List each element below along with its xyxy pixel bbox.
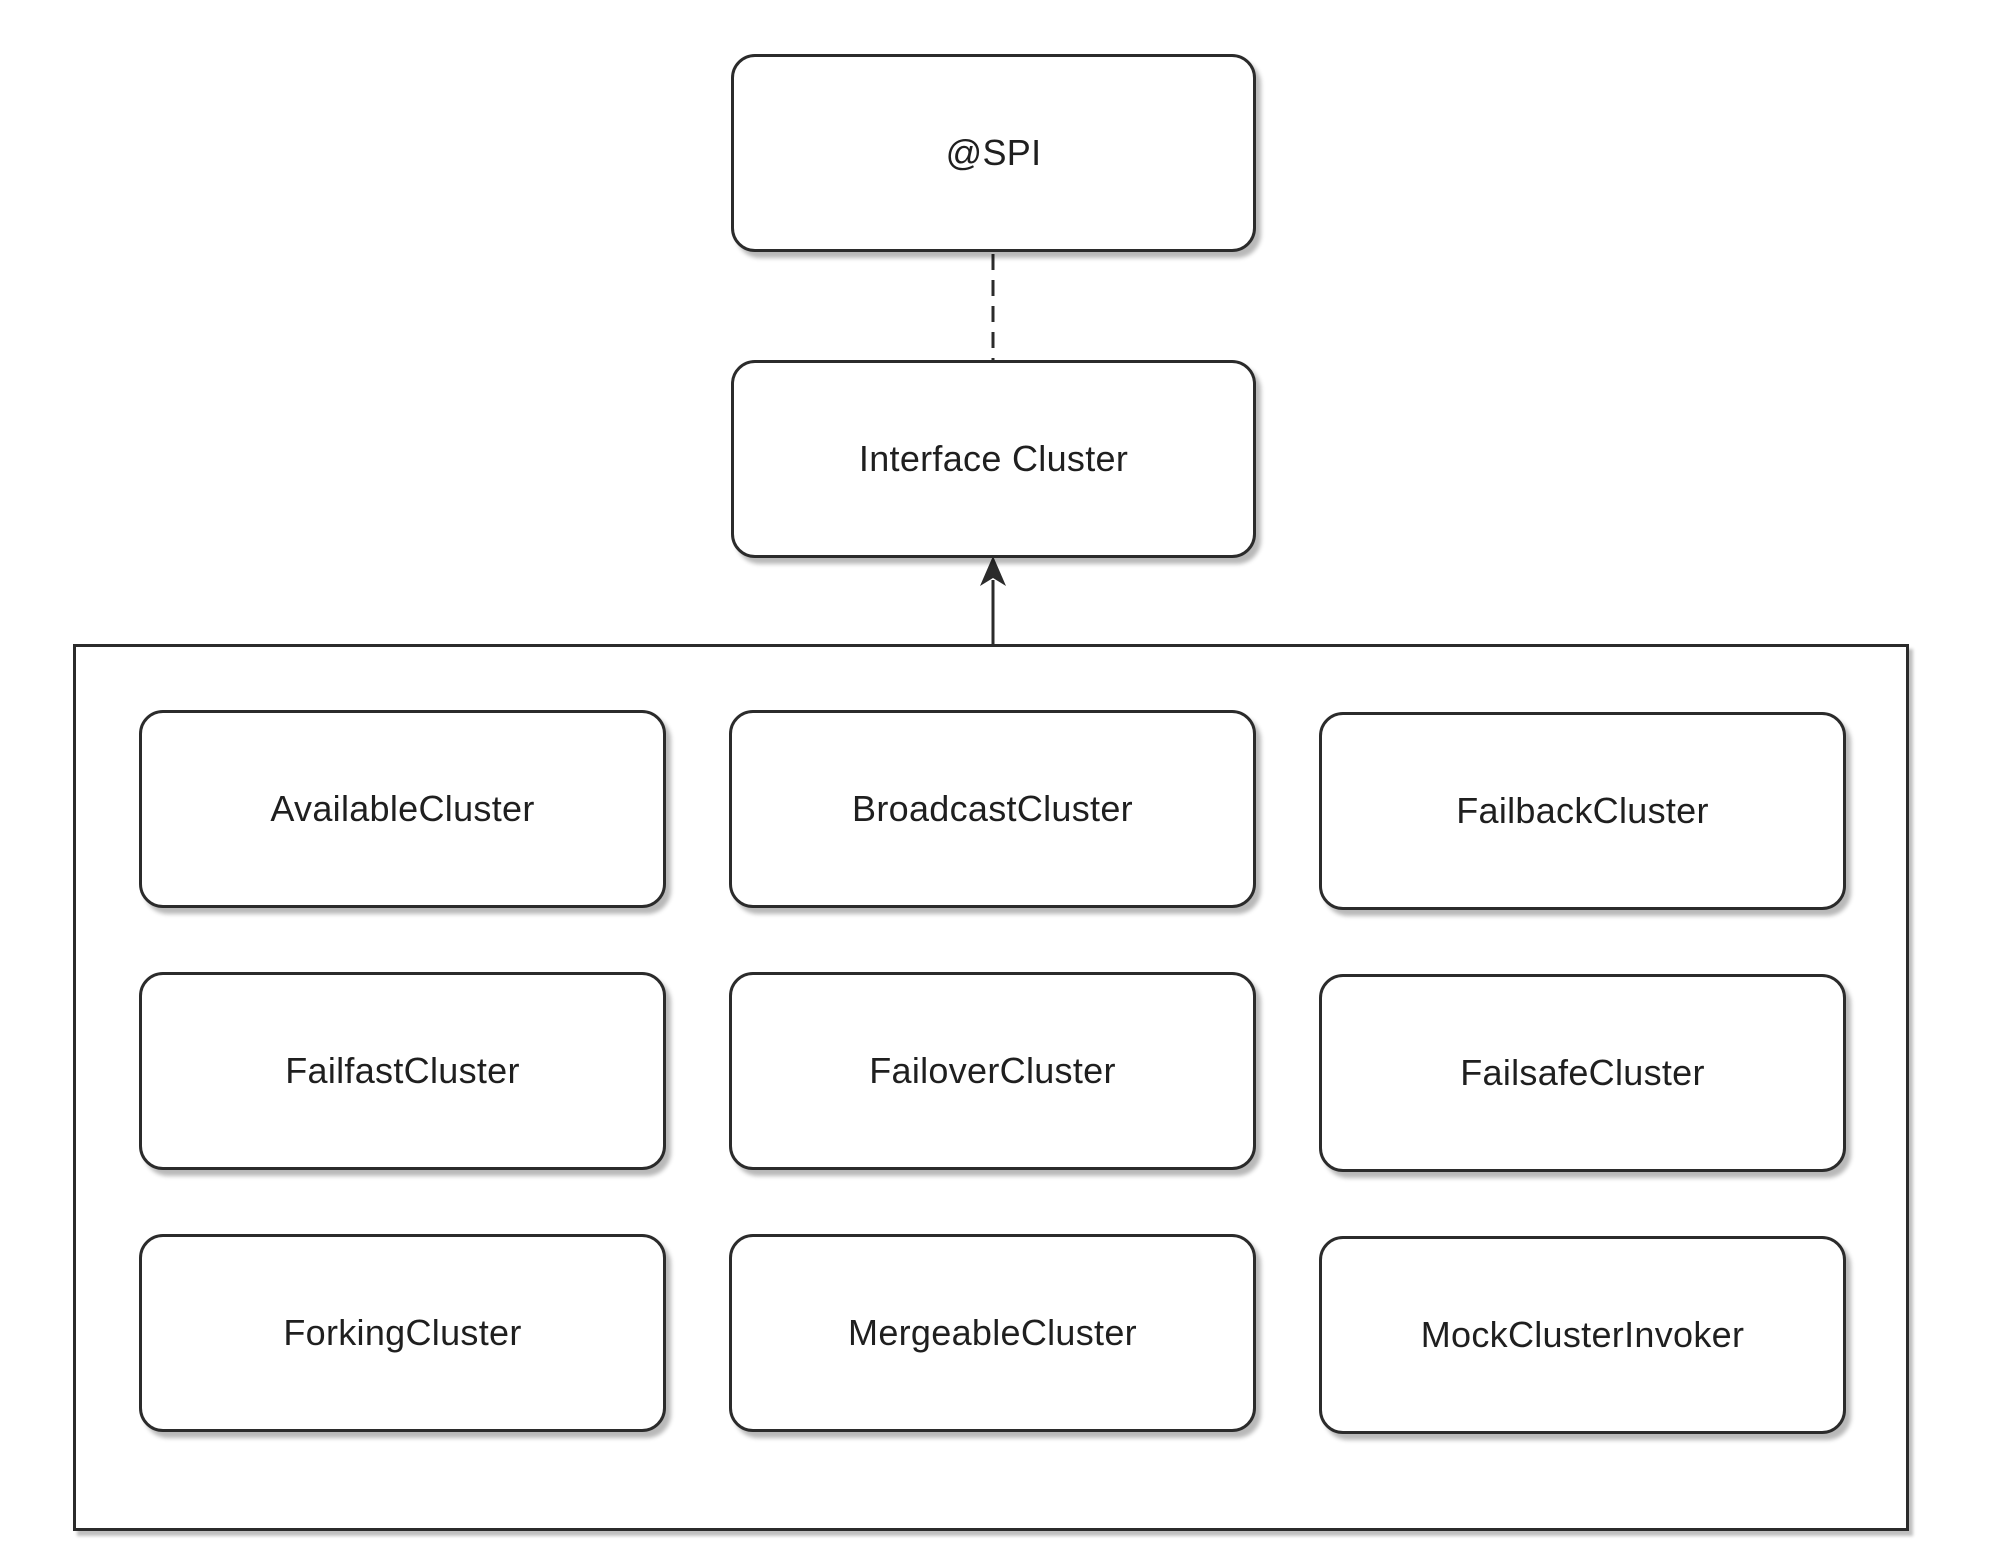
- implementation-box: MockClusterInvoker: [1319, 1236, 1846, 1434]
- implementation-label: BroadcastCluster: [852, 788, 1133, 829]
- spi-annotation-label: @SPI: [945, 132, 1042, 173]
- implementation-label: MergeableCluster: [848, 1312, 1137, 1353]
- implementation-label: AvailableCluster: [270, 788, 535, 829]
- implementation-label: FailsafeCluster: [1460, 1052, 1705, 1093]
- interface-cluster-box: Interface Cluster: [731, 360, 1256, 558]
- implementation-box: FailfastCluster: [139, 972, 666, 1170]
- implementation-label: ForkingCluster: [283, 1312, 522, 1353]
- implementation-box: FailsafeCluster: [1319, 974, 1846, 1172]
- implementation-box: MergeableCluster: [729, 1234, 1256, 1432]
- implementation-label: FailbackCluster: [1456, 790, 1709, 831]
- implementation-label: FailfastCluster: [285, 1050, 520, 1091]
- implementation-box: BroadcastCluster: [729, 710, 1256, 908]
- implementation-label: FailoverCluster: [869, 1050, 1116, 1091]
- implementation-box: ForkingCluster: [139, 1234, 666, 1432]
- implementation-box: AvailableCluster: [139, 710, 666, 908]
- implementation-label: MockClusterInvoker: [1420, 1314, 1745, 1355]
- implementation-box: FailbackCluster: [1319, 712, 1846, 910]
- arrowhead-icon: [980, 556, 1006, 586]
- interface-cluster-label: Interface Cluster: [858, 438, 1129, 479]
- implementation-box: FailoverCluster: [729, 972, 1256, 1170]
- spi-annotation-box: @SPI: [731, 54, 1256, 252]
